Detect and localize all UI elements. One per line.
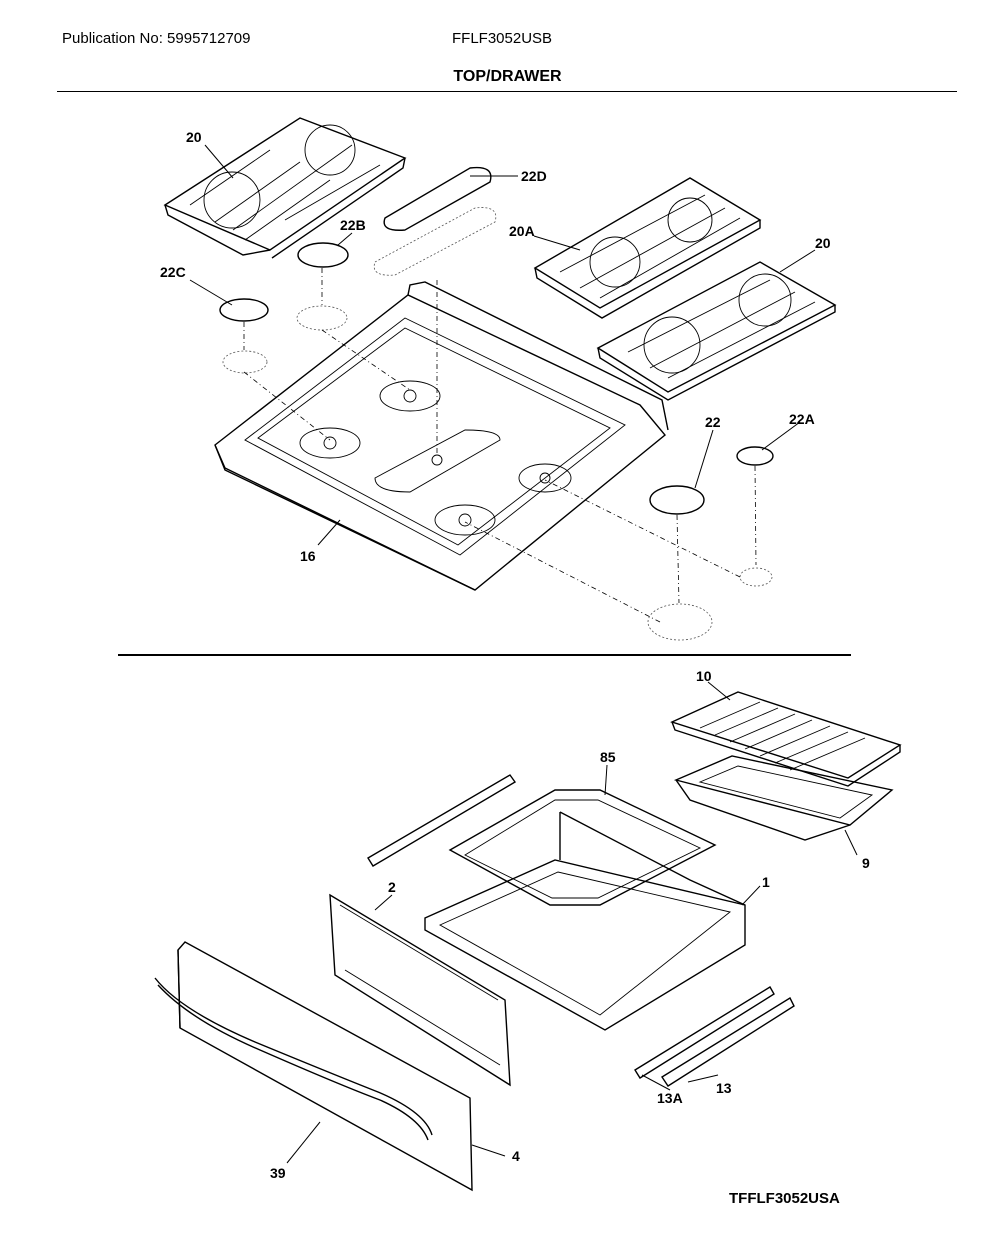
callout-20-right: 20 (815, 235, 831, 251)
callout-22c: 22C (160, 264, 186, 280)
callout-39: 39 (270, 1165, 286, 1181)
burner-cap-22b-part (296, 242, 349, 331)
drawer-handle-part (154, 977, 433, 1141)
drawer-body-part (424, 811, 746, 1031)
model-number: FFLF3052USB (452, 30, 553, 47)
broiler-insert-part (670, 691, 902, 787)
callout-4: 4 (512, 1148, 520, 1164)
callout-leaders (189, 144, 858, 1164)
cooktop-part (214, 281, 669, 591)
drawer-back-part (329, 893, 511, 1087)
section-divider (118, 654, 851, 656)
callout-22d: 22D (521, 168, 547, 184)
rail-13a-part (634, 986, 775, 1079)
callout-20a: 20A (509, 223, 535, 239)
callout-22: 22 (705, 414, 721, 430)
callout-85: 85 (600, 749, 616, 765)
diagram-code: TFFLF3052USA (729, 1190, 840, 1207)
alignment-lines-top (243, 268, 757, 623)
grate-center-part (533, 177, 762, 319)
callout-16: 16 (300, 548, 316, 564)
burner-cap-22-part (647, 485, 713, 641)
drawer-rack-part (448, 789, 717, 906)
broiler-pan-part (673, 755, 894, 841)
rail-13-part (661, 997, 795, 1087)
publication-number: Publication No: 5995712709 (62, 30, 251, 47)
oval-cap-22d-part (373, 166, 497, 276)
burner-cap-22c-part (219, 298, 269, 374)
callout-1: 1 (762, 874, 770, 890)
callout-13a: 13A (657, 1090, 683, 1106)
burner-cap-22a-part (736, 446, 774, 587)
callout-22a: 22A (789, 411, 815, 427)
grate-right-part (596, 261, 837, 401)
grate-left-part (163, 117, 407, 259)
drawer-rail-left-part (367, 774, 517, 867)
callout-20-left: 20 (186, 129, 202, 145)
callout-13: 13 (716, 1080, 732, 1096)
callout-9: 9 (862, 855, 870, 871)
section-title: TOP/DRAWER (453, 68, 562, 85)
header-rule (57, 91, 957, 92)
drawer-front-part (177, 941, 473, 1192)
callout-2: 2 (388, 879, 396, 895)
callout-22b: 22B (340, 217, 366, 233)
callout-10: 10 (696, 668, 712, 684)
